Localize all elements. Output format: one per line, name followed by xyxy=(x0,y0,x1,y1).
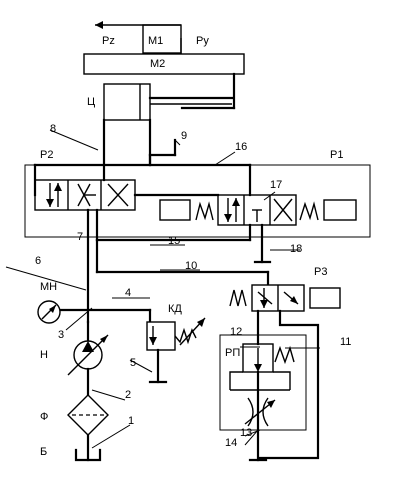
label-n: Н xyxy=(40,349,48,361)
num-18: 18 xyxy=(290,243,302,255)
tank xyxy=(74,448,102,462)
label-m2: M2 xyxy=(150,58,165,70)
num-12: 12 xyxy=(230,326,242,338)
num-2: 2 xyxy=(125,389,131,401)
num-5: 5 xyxy=(130,357,136,369)
num-9: 9 xyxy=(181,130,187,142)
component-labels: Pz M1 Py M2 Ц P1 P2 P3 MH Н КД РП Ф Б xyxy=(40,35,343,458)
directional-valve-p1 xyxy=(159,194,357,226)
label-p3: P3 xyxy=(314,266,327,278)
num-7: 7 xyxy=(77,231,83,243)
label-c: Ц xyxy=(87,96,95,108)
leader-lines xyxy=(5,129,320,449)
manometer xyxy=(37,300,61,324)
num-15: 15 xyxy=(168,235,180,247)
label-kd: КД xyxy=(168,303,182,315)
label-rp: РП xyxy=(225,347,240,359)
num-13: 13 xyxy=(240,427,252,439)
label-pz: Pz xyxy=(102,35,115,47)
pressure-valve-kd xyxy=(146,317,206,384)
label-p1: P1 xyxy=(330,149,343,161)
num-16: 16 xyxy=(235,141,247,153)
label-m1: M1 xyxy=(148,35,163,47)
table-m1 xyxy=(95,21,185,69)
pressure-relief-assembly xyxy=(219,309,320,462)
num-8: 8 xyxy=(50,123,56,135)
directional-valve-p3 xyxy=(229,284,341,312)
label-mn: MH xyxy=(40,281,57,293)
num-17: 17 xyxy=(270,179,282,191)
label-b: Б xyxy=(40,446,47,458)
num-14: 14 xyxy=(225,437,237,449)
cylinder xyxy=(102,83,234,167)
pump xyxy=(67,334,109,397)
label-f: Ф xyxy=(40,411,48,423)
num-6: 6 xyxy=(35,255,41,267)
num-10: 10 xyxy=(185,260,197,272)
directional-valve-p2 xyxy=(34,179,136,211)
num-3: 3 xyxy=(58,329,64,341)
slide-m2 xyxy=(83,53,245,110)
filter xyxy=(67,394,109,462)
num-4: 4 xyxy=(125,287,131,299)
label-py: Py xyxy=(196,35,209,47)
label-p2: P2 xyxy=(40,149,53,161)
num-1: 1 xyxy=(128,415,134,427)
pipelines xyxy=(33,138,272,347)
number-labels: 1 2 3 4 5 6 7 8 9 10 11 12 13 14 15 16 1… xyxy=(35,123,351,449)
num-11: 11 xyxy=(340,336,351,348)
